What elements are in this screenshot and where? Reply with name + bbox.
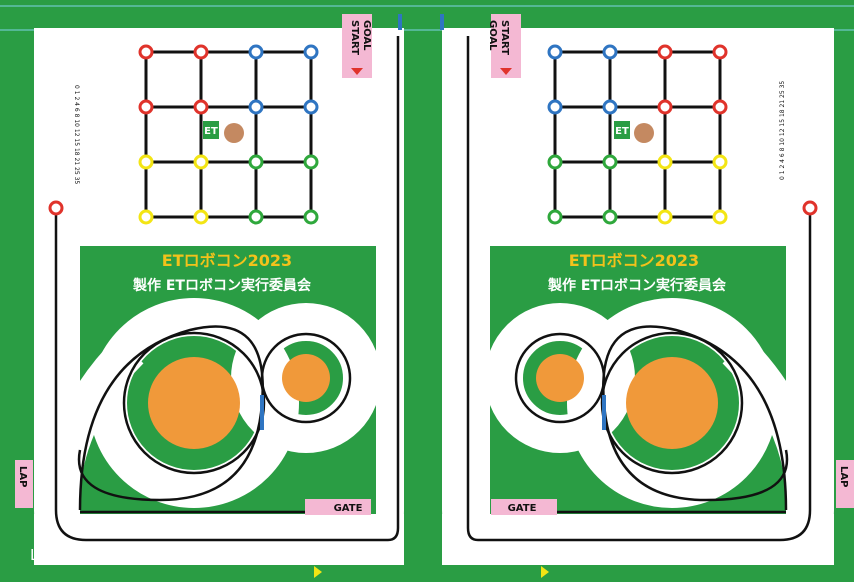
lap-label-right: LAP <box>838 466 849 487</box>
grid-node-yellow <box>138 209 154 225</box>
grid-node-blue <box>303 44 319 60</box>
lap-tag-left <box>15 460 33 508</box>
scale-right: 0 1 2 4 6 8 10 12 15 18 21 25 35 <box>779 81 786 180</box>
et-logo-text: ET <box>204 126 218 137</box>
grid-node-green <box>602 154 618 170</box>
grid-node-green <box>303 209 319 225</box>
grid-node-blue <box>602 44 618 60</box>
grid-node-red <box>712 99 728 115</box>
grid-node-green <box>547 209 563 225</box>
grid-node-red <box>712 44 728 60</box>
grid-node-yellow <box>657 209 673 225</box>
grid-node-yellow <box>657 154 673 170</box>
grid-node-blue <box>547 44 563 60</box>
block-grid-left <box>138 44 319 225</box>
grid-node-red <box>193 44 209 60</box>
grid-node-yellow <box>712 154 728 170</box>
start-label-right: START <box>499 20 510 55</box>
start-goal-tag-left <box>342 14 372 78</box>
block-grid-right <box>547 44 728 225</box>
grid-node-red <box>193 99 209 115</box>
goal-label-left: GOAL <box>361 20 372 51</box>
grid-node-blue <box>303 99 319 115</box>
right-course: ET ETロボコン2023 製作 ETロボコン実行委員会 START GOAL … <box>440 14 854 565</box>
grid-node-green <box>547 154 563 170</box>
grid-node-blue <box>547 99 563 115</box>
start-goal-tag-right <box>491 14 521 78</box>
banner-subtitle-left: 製作 ETロボコン実行委員会 <box>132 277 312 294</box>
start-arrow-icon <box>351 68 363 75</box>
grid-node-red <box>138 44 154 60</box>
gate-label-right: GATE <box>508 503 537 514</box>
course-label-right: R <box>818 546 828 564</box>
marker-icon <box>541 566 549 578</box>
grid-node-yellow <box>193 154 209 170</box>
start-label-left: START <box>349 20 360 55</box>
grid-node-red <box>657 99 673 115</box>
gate-label-left: GATE <box>334 503 363 514</box>
lap-tag-right <box>836 460 854 508</box>
gate-tag-right <box>491 499 557 515</box>
grid-node-yellow <box>712 209 728 225</box>
lap-label-left: LAP <box>17 466 28 487</box>
grid-node-green <box>303 154 319 170</box>
grid-node-blue <box>248 44 264 60</box>
et-logo-text: ET <box>615 126 629 137</box>
gate-tag-left <box>305 499 371 515</box>
et-logo-right: ET <box>614 121 654 143</box>
grid-node-blue <box>602 99 618 115</box>
course-label-left: L <box>30 546 39 564</box>
banner-title-right: ETロボコン2023 <box>569 251 699 270</box>
grid-node-green <box>602 209 618 225</box>
banner-title-left: ETロボコン2023 <box>162 251 292 270</box>
marker-icon <box>314 566 322 578</box>
grid-node-green <box>248 209 264 225</box>
start-arrow-icon <box>500 68 512 75</box>
banner-subtitle-right: 製作 ETロボコン実行委員会 <box>547 277 727 294</box>
grid-node-red <box>138 99 154 115</box>
et-logo-left: ET <box>203 121 244 143</box>
grid-node-red <box>657 44 673 60</box>
scale-left: 0 1 2 4 6 8 10 12 15 18 21 25 35 <box>73 85 80 184</box>
grid-node-yellow <box>193 209 209 225</box>
left-course: ET ETロボコン2023 製作 ETロボコン実行委員会 START GOAL … <box>15 14 404 565</box>
grid-node-green <box>248 154 264 170</box>
grid-node-yellow <box>138 154 154 170</box>
grid-node-blue <box>248 99 264 115</box>
goal-label-right: GOAL <box>487 20 498 51</box>
